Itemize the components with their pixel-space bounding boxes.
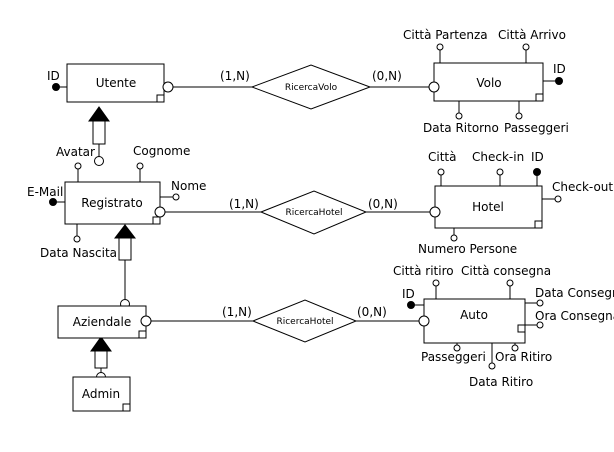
attribute-hotel-check-in: Check-in <box>472 150 524 186</box>
cardinality-aziendale-auto-left: (1,N) <box>222 305 252 319</box>
attribute-auto-data-consegna: Data Consegna <box>525 286 614 307</box>
attribute-hotel-citta-label: Città <box>428 150 456 164</box>
entity-auto-label: Auto <box>460 308 488 322</box>
attribute-utente-id: ID <box>47 69 67 91</box>
attribute-volo-id-label: ID <box>553 62 566 76</box>
attribute-volo-citta-partenza: Città Partenza <box>403 28 488 63</box>
attribute-volo-citta-arrivo-label: Città Arrivo <box>498 28 566 42</box>
attribute-auto-id: ID <box>402 287 424 309</box>
relationship-ricercahotel-1-label: RicercaHotel <box>285 208 342 218</box>
attribute-auto-ora-ritiro-label: Ora Ritiro <box>495 350 552 364</box>
attribute-volo-passeggeri: Passeggeri <box>504 101 569 135</box>
entity-hotel[interactable]: Hotel <box>429 185 543 229</box>
attribute-registrato-cognome: Cognome <box>133 144 190 182</box>
relationship-ricercahotel-2[interactable]: RicercaHotel <box>251 299 358 343</box>
attribute-auto-ora-ritiro: Ora Ritiro <box>495 343 552 364</box>
attribute-hotel-numero-persone-label: Numero Persone <box>418 242 517 256</box>
attribute-hotel-numero-persone: Numero Persone <box>418 228 517 256</box>
attribute-auto-data-ritiro-label: Data Ritiro <box>469 375 533 389</box>
attribute-auto-citta-consegna-label: Città consegna <box>461 264 551 278</box>
entity-registrato-label: Registrato <box>81 196 142 210</box>
generalization-admin-aziendale <box>90 336 112 382</box>
attribute-auto-citta-consegna: Città consegna <box>461 264 551 299</box>
entity-aziendale-label: Aziendale <box>73 315 132 329</box>
attribute-auto-citta-ritiro: Città ritiro <box>393 264 454 299</box>
attribute-registrato-nome-label: Nome <box>171 179 206 193</box>
cardinality-utente-volo-left: (1,N) <box>220 69 250 83</box>
attribute-registrato-email: E-Mail <box>27 185 65 206</box>
cardinality-registrato-hotel-right: (0,N) <box>368 197 398 211</box>
attribute-utente-id-label: ID <box>47 69 60 83</box>
attribute-auto-passeggeri-label: Passeggeri <box>421 350 486 364</box>
entity-aziendale[interactable]: Aziendale <box>57 305 152 339</box>
entity-registrato[interactable]: Registrato <box>64 181 166 225</box>
attribute-hotel-check-in-label: Check-in <box>472 150 524 164</box>
attribute-volo-data-ritorno-label: Data Ritorno <box>423 121 499 135</box>
generalization-aziendale-registrato <box>113 224 137 309</box>
entity-auto[interactable]: Auto <box>418 298 526 344</box>
attribute-hotel-check-out: Check-out <box>542 180 613 203</box>
attribute-registrato-nome: Nome <box>160 179 206 201</box>
entity-admin[interactable]: Admin <box>72 376 131 412</box>
entity-admin-label: Admin <box>82 387 120 401</box>
attribute-registrato-data-nascita-label: Data Nascita <box>40 246 117 260</box>
attribute-volo-citta-arrivo: Città Arrivo <box>498 28 566 63</box>
attribute-hotel-id-label: ID <box>531 150 544 164</box>
relationship-ricercahotel-1[interactable]: RicercaHotel <box>259 190 368 235</box>
attribute-registrato-avatar-label: Avatar <box>56 145 95 159</box>
generalization-registrato-utente <box>88 106 110 166</box>
relationship-ricercahotel-2-label: RicercaHotel <box>276 317 333 327</box>
relationship-ricercavolo[interactable]: RicercaVolo <box>250 64 372 110</box>
entity-volo-label: Volo <box>476 76 501 90</box>
attribute-auto-passeggeri: Passeggeri <box>421 343 486 364</box>
attribute-auto-data-consegna-label: Data Consegna <box>535 286 614 300</box>
entity-hotel-label: Hotel <box>472 200 504 214</box>
entity-utente-label: Utente <box>96 76 137 90</box>
cardinality-utente-volo-right: (0,N) <box>372 69 402 83</box>
attribute-hotel-check-out-label: Check-out <box>552 180 613 194</box>
attribute-registrato-email-label: E-Mail <box>27 185 63 199</box>
attribute-volo-id: ID <box>543 62 566 85</box>
attribute-auto-ora-consegna-label: Ora Consegna <box>535 309 614 323</box>
attribute-hotel-citta: Città <box>428 150 456 186</box>
cardinality-registrato-hotel-left: (1,N) <box>229 197 259 211</box>
entity-utente[interactable]: Utente <box>66 63 174 103</box>
attribute-volo-citta-partenza-label: Città Partenza <box>403 28 488 42</box>
attribute-auto-id-label: ID <box>402 287 415 301</box>
attribute-registrato-cognome-label: Cognome <box>133 144 190 158</box>
relationship-ricercavolo-label: RicercaVolo <box>285 83 338 93</box>
attribute-registrato-avatar: Avatar <box>56 145 95 182</box>
attribute-auto-ora-consegna: Ora Consegna <box>525 309 614 329</box>
attribute-auto-data-ritiro: Data Ritiro <box>469 343 533 389</box>
entity-volo[interactable]: Volo <box>428 62 544 102</box>
attribute-auto-citta-ritiro-label: Città ritiro <box>393 264 454 278</box>
attribute-volo-data-ritorno: Data Ritorno <box>423 101 499 135</box>
cardinality-aziendale-auto-right: (0,N) <box>357 305 387 319</box>
attribute-registrato-data-nascita: Data Nascita <box>40 224 117 260</box>
attribute-hotel-id: ID <box>531 150 544 186</box>
attribute-volo-passeggeri-label: Passeggeri <box>504 121 569 135</box>
